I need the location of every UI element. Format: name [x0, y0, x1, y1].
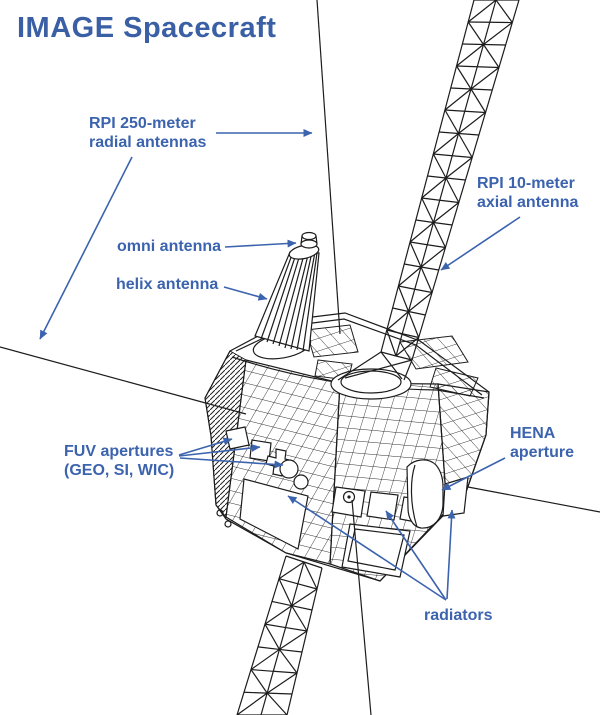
arrow-radiator-2 [386, 511, 446, 600]
arrow-radiator-1 [288, 496, 446, 600]
bottom-panel [342, 524, 410, 577]
deck-patch [430, 368, 478, 396]
label-hena-aperture: HENA aperture [510, 425, 575, 461]
arrow-hena [441, 458, 505, 490]
label-helix-antenna: helix antenna [116, 276, 219, 293]
helix-antenna-group [251, 233, 320, 363]
bottom-circle-dot [347, 495, 351, 499]
radial-wire-bottom [352, 500, 371, 715]
page-title: IMAGE Spacecraft [17, 12, 277, 44]
fuv-aperture-geo [226, 427, 249, 449]
arrow-radial-left [40, 157, 132, 340]
arrow-helix [224, 287, 268, 301]
label-rpi-axial-antenna: RPI 10-meter axial antenna [477, 175, 579, 211]
radial-wire-antennas [0, 0, 600, 512]
arrow-omni [225, 239, 297, 247]
label-omni-antenna: omni antenna [117, 238, 222, 255]
panels [240, 460, 468, 577]
radial-wire-left [0, 347, 246, 414]
arrow-fuv-3 [180, 458, 284, 469]
radiator-panel-mid [367, 492, 398, 520]
label-fuv-apertures: FUV apertures (GEO, SI, WIC) [64, 443, 175, 479]
radial-wire-top [317, 0, 340, 334]
arrow-fuv-2 [179, 443, 261, 456]
fuv-aperture-lens [294, 475, 308, 489]
upper-axial-boom [381, 0, 519, 360]
foot-peg [217, 510, 223, 516]
label-radiators: radiators [424, 607, 493, 624]
radial-wire-right [468, 487, 600, 512]
omni-antenna-knob [301, 233, 317, 249]
bottom-panel-inner [348, 529, 404, 570]
hena-aperture-pod [407, 460, 443, 528]
annotation-arrows [40, 129, 520, 600]
fuv-aperture-wic [280, 460, 298, 478]
spacecraft-body [205, 313, 489, 581]
hena-pod-curve [411, 465, 417, 527]
deck-patch [306, 325, 358, 357]
arrow-radiator-3 [447, 509, 456, 599]
lower-axial-boom [237, 556, 322, 715]
label-rpi-radial-antennas: RPI 250-meter radial antennas [89, 115, 207, 151]
boom-mount-cone [331, 352, 412, 399]
arrow-fuv-1 [179, 437, 233, 455]
arrow-axial [441, 217, 520, 270]
helix-stripes [261, 251, 317, 351]
foot-peg [225, 521, 231, 527]
